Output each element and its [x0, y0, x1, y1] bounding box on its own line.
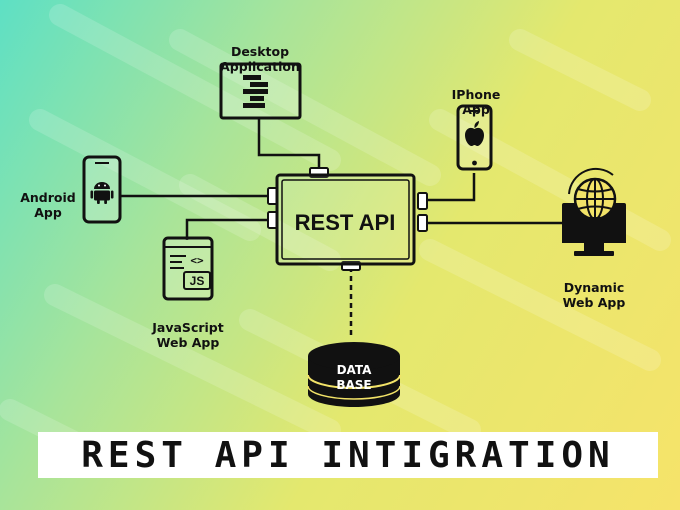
js-badge-label: JS [190, 274, 205, 288]
desktop-application-label: Desktop Application [220, 44, 300, 74]
rest-api-label: REST API [295, 210, 396, 235]
connection-lines [121, 118, 562, 338]
desktop-connector [257, 118, 321, 172]
javascript-web-app-label: JavaScript Web App [152, 320, 224, 350]
iphone-connector [428, 173, 476, 202]
android-phone-icon [82, 155, 122, 224]
javascript-connector [185, 218, 274, 240]
database-icon [307, 342, 401, 407]
database-label: DATA BASE [336, 363, 372, 392]
iphone-device-icon [456, 104, 493, 171]
globe-monitor-icon [562, 167, 626, 256]
android-robot-icon [90, 182, 114, 204]
title-banner: REST API INTIGRATION [38, 432, 658, 478]
apple-logo-icon [465, 121, 484, 146]
js-file-icon: <> JS [162, 236, 214, 301]
android-app-label: Android App [20, 190, 76, 220]
dynamic-web-app-label: Dynamic Web App [562, 280, 626, 310]
banner-title: REST API INTIGRATION [81, 434, 615, 476]
code-glyph: <> [190, 254, 204, 267]
iphone-app-label: IPhone App [451, 87, 501, 117]
rest-api-node: REST API [275, 173, 416, 266]
desktop-monitor-icon [219, 62, 302, 120]
